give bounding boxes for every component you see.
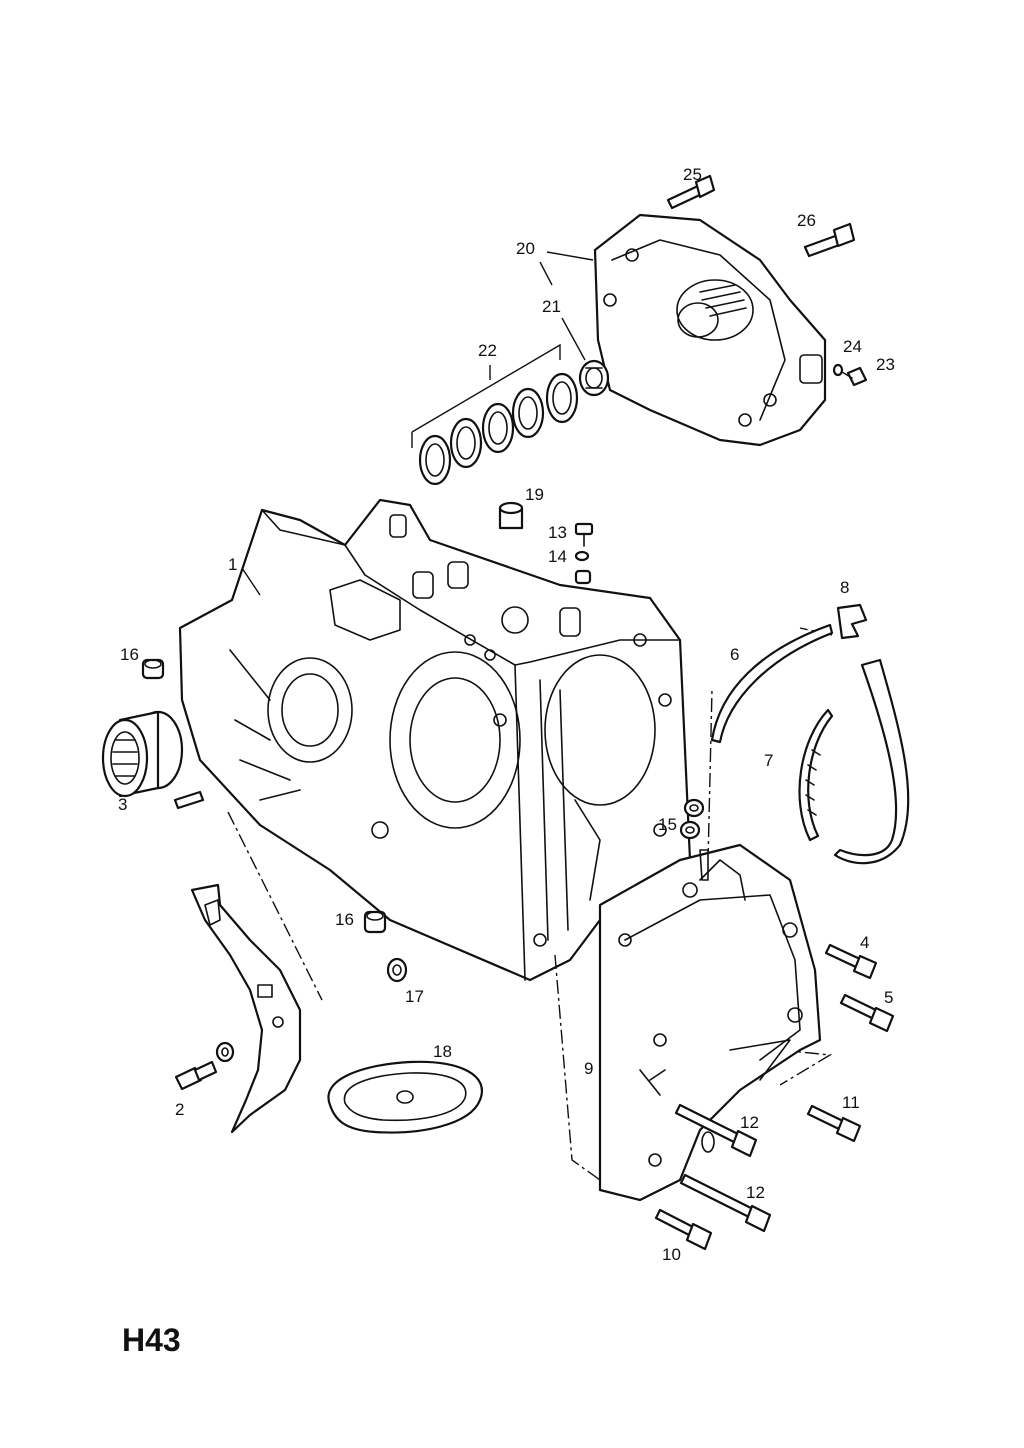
cable-tie-7	[798, 658, 910, 865]
callout-2: 2	[175, 1100, 184, 1119]
bolt-26	[803, 222, 856, 258]
callout-13: 13	[548, 523, 567, 542]
bolt-11	[806, 1104, 862, 1143]
callout-23: 23	[876, 355, 895, 374]
callout-21: 21	[542, 297, 561, 316]
needle-bearing-21	[578, 359, 610, 397]
callout-5: 5	[884, 988, 893, 1007]
bolt-12-upper	[674, 1103, 758, 1158]
callout-15: 15	[658, 815, 677, 834]
roller-bearing-3	[101, 710, 184, 798]
callout-16b: 16	[335, 910, 354, 929]
plug-19	[498, 501, 524, 530]
plug-14-seat	[574, 569, 592, 585]
callout-4: 4	[860, 933, 869, 952]
o-ring-14	[574, 550, 590, 562]
callout-6: 6	[730, 645, 739, 664]
callout-26: 26	[797, 211, 816, 230]
bushings-15	[679, 798, 705, 840]
callout-12b: 12	[746, 1183, 765, 1202]
shim-rings-22	[418, 372, 579, 486]
screw-23	[841, 366, 868, 387]
washer-17	[386, 957, 408, 983]
callout-24: 24	[843, 337, 862, 356]
bolt-12-lower	[679, 1173, 772, 1233]
pipe-6	[710, 623, 834, 744]
dowel-pin	[173, 790, 205, 810]
callout-3: 3	[118, 795, 127, 814]
callout-10: 10	[662, 1245, 681, 1264]
bolt-25	[666, 174, 716, 210]
callout-9: 9	[584, 1059, 593, 1078]
bolt-10	[654, 1208, 713, 1251]
housing-cover	[593, 213, 827, 447]
callout-8: 8	[840, 578, 849, 597]
bolt-5	[839, 993, 895, 1033]
callout-7: 7	[764, 751, 773, 770]
callout-20: 20	[516, 239, 535, 258]
clip-8	[836, 603, 868, 640]
bolt-2	[174, 1041, 235, 1091]
heat-shield	[190, 883, 302, 1134]
callout-25: 25	[683, 165, 702, 184]
o-ring-24	[832, 363, 844, 377]
callout-11: 11	[842, 1093, 860, 1112]
callout-14: 14	[548, 547, 567, 566]
callout-16a: 16	[120, 645, 139, 664]
callout-22: 22	[478, 341, 497, 360]
cover-plate-18	[327, 1060, 483, 1134]
callout-12a: 12	[740, 1113, 759, 1132]
callout-17: 17	[405, 987, 424, 1006]
callout-18: 18	[433, 1042, 452, 1061]
bolt-4	[824, 943, 878, 980]
screw-13	[574, 522, 594, 547]
transmission-housing	[178, 498, 692, 982]
bushing-16-lower	[363, 910, 387, 934]
callout-1: 1	[228, 555, 237, 574]
callout-19: 19	[525, 485, 544, 504]
bushing-16-upper	[141, 658, 165, 680]
side-cover-9	[598, 843, 822, 1202]
sheet-code: H43	[122, 1322, 181, 1358]
